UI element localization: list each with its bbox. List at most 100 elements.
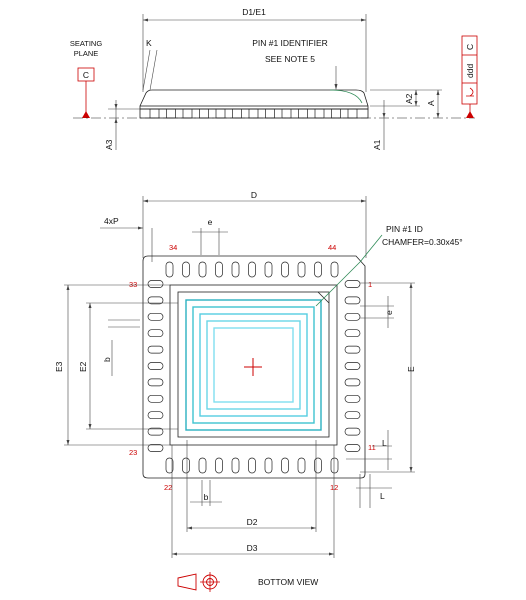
pad-bottom [215,457,223,474]
pad-left [147,394,164,403]
datum-arrow-left [82,111,90,118]
pad-right [344,411,361,420]
pad-left [147,411,164,420]
exposed-pad-inner [177,291,330,438]
pad-right [344,312,361,321]
package-leadframe [139,108,369,119]
package-outline [142,255,366,479]
side-terminal [232,108,242,119]
seating-label-1: SEATING [70,39,103,48]
package-body [139,105,369,110]
pad-right [344,329,361,338]
pad-top [248,261,256,278]
pad-right [344,427,361,436]
pad-top [330,261,339,278]
d-label: D [251,190,257,200]
E-label: E [406,366,416,372]
pad-bottom [231,457,240,474]
e-top-label: e [208,217,213,227]
pad-top [182,261,190,278]
nested-outline [185,299,322,431]
e3-label: E3 [54,361,64,372]
datum-c-label: C [83,70,89,80]
pad-right [344,362,361,370]
side-terminal [331,108,341,119]
chamfer-label: CHAMFER=0.30x45° [382,237,463,247]
pin-23: 23 [129,448,137,457]
pad-bottom [165,457,174,474]
pad-top [314,261,322,278]
bottom-view: D 4xP e 34 44 33 1 23 11 22 12 PIN #1 [54,190,463,558]
side-terminal [166,108,176,119]
side-terminals [149,108,358,119]
pin1-identifier-label: PIN #1 IDENTIFIER [252,38,328,48]
pad-right [344,394,361,403]
side-terminal [199,108,209,119]
side-terminal [347,108,358,119]
pad-bottom [314,457,322,474]
b-left-label: b [102,357,112,362]
pad-left [147,378,164,387]
pitch-4xp-label: 4xP [104,216,119,226]
pin-1: 1 [368,280,372,289]
side-terminal [314,108,325,119]
pin1-id-label: PIN #1 ID [386,224,423,234]
side-terminal [298,108,308,119]
pad-left [147,296,164,305]
pad-right [344,296,361,305]
pad-left [147,345,164,354]
pad-bottom [182,457,190,474]
nested-outline [199,313,308,417]
side-terminal [215,108,226,119]
pad-top [231,261,240,278]
seating-label-2: PLANE [74,49,99,58]
nested-outline [206,320,301,410]
pad-left [147,427,164,436]
e-right-label: e [384,310,394,315]
bottom-view-caption: BOTTOM VIEW [258,577,318,587]
tolerance-frame [461,35,478,105]
side-view: D1/E1 K SEATING PLANE C PIN #1 IDENTIFIE… [70,7,478,150]
pin-11: 11 [368,443,376,452]
pad-bottom [264,457,273,474]
nested-outline [192,306,315,424]
die-outline-nested [185,299,322,431]
d3-label: D3 [247,543,258,553]
pad-left [147,312,164,321]
pad-right [344,378,361,387]
tol-ddd: ddd [465,64,475,78]
side-terminal [265,108,275,119]
L-bottom-label: L [380,491,385,501]
pad-left [147,444,164,452]
pin-22: 22 [164,483,172,492]
projection-symbol [177,572,220,592]
e2-label: E2 [78,361,88,372]
pad-bottom [198,457,207,474]
flatness-symbol [466,87,474,97]
pin-33: 33 [129,280,137,289]
package-body-top [139,89,369,107]
a2-label: A2 [404,93,414,104]
L-right-label: L [382,438,387,448]
terminal-pads [147,261,361,474]
pad-top [215,261,223,278]
a1-label: A1 [372,139,382,150]
side-terminal [149,108,160,119]
nested-outline [213,327,294,403]
pad-bottom [330,457,339,474]
k-label: K [146,38,152,48]
see-note5-label: SEE NOTE 5 [265,54,315,64]
pad-bottom [248,457,256,474]
pad-left [147,280,164,288]
pad-right [344,345,361,354]
a-label: A [426,100,436,106]
exposed-pad-outline [169,284,338,446]
pad-left [147,329,164,338]
pad-right [344,280,361,288]
pad-bottom [281,457,289,474]
pin-34: 34 [169,243,177,252]
pad-top [198,261,207,278]
a3-label: A3 [104,139,114,150]
side-terminal [182,108,193,119]
pad-bottom [297,457,306,474]
